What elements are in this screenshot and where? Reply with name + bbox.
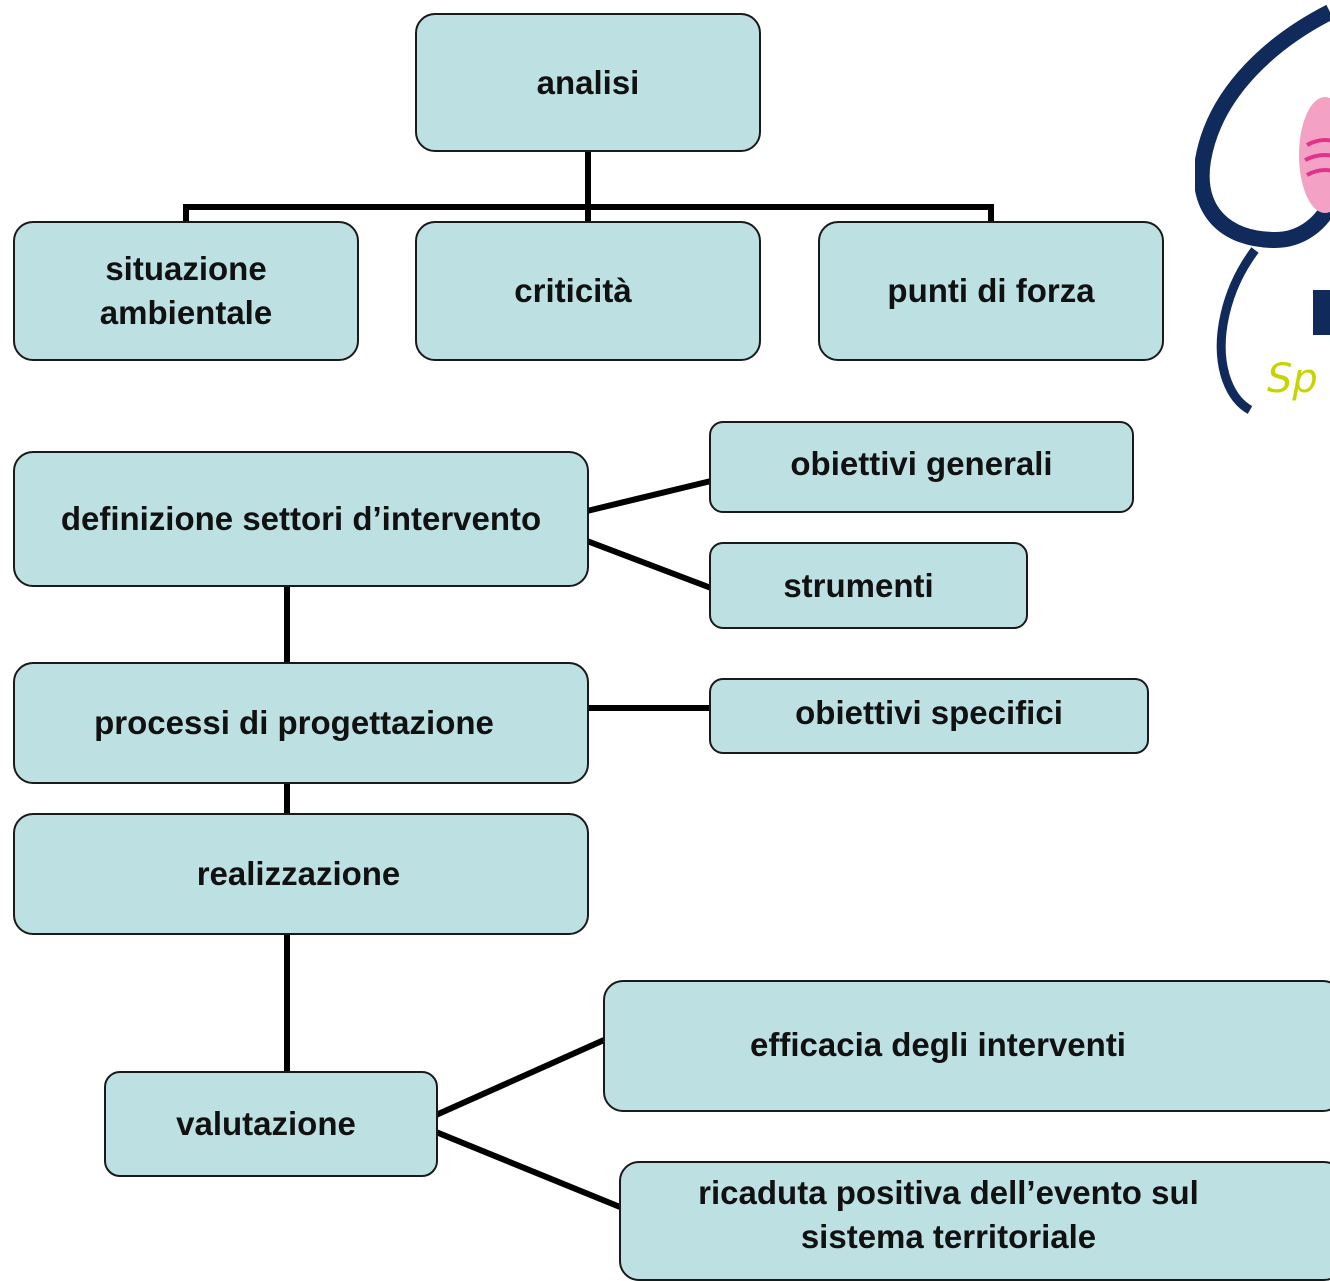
- node-strumenti: strumenti: [709, 542, 1028, 629]
- node-efficacia-interventi: efficacia degli interventi: [603, 980, 1330, 1112]
- node-definizione-settori-label: definizione settori d’intervento: [60, 500, 542, 537]
- node-obiettivi-generali: obiettivi generali: [709, 421, 1134, 513]
- node-realizzazione-label: realizzazione: [196, 855, 401, 892]
- node-ricaduta-positiva: ricaduta positiva dell’evento sul sistem…: [619, 1161, 1330, 1281]
- node-definizione-settori: definizione settori d’intervento: [13, 451, 589, 587]
- node-ricaduta-positiva-label: ricaduta positiva dell’evento sul sistem…: [698, 1174, 1199, 1255]
- node-realizzazione: realizzazione: [13, 813, 589, 935]
- node-criticita-label: criticità: [514, 272, 632, 309]
- node-obiettivi-specifici-label: obiettivi specifici: [795, 694, 1063, 731]
- node-processi-progettazione: processi di progettazione: [13, 662, 589, 784]
- node-analisi-label: analisi: [536, 63, 640, 101]
- logo: Sp: [1195, 0, 1330, 420]
- node-valutazione: valutazione: [104, 1071, 438, 1177]
- node-obiettivi-specifici: obiettivi specifici: [709, 678, 1149, 754]
- node-punti-di-forza: punti di forza: [818, 221, 1164, 361]
- node-analisi: analisi: [415, 13, 761, 152]
- logo-graphic: Sp: [1195, 4, 1330, 414]
- node-situazione-ambientale-label: situazione ambientale: [99, 250, 273, 331]
- node-efficacia-interventi-label: efficacia degli interventi: [750, 1026, 1126, 1063]
- node-strumenti-label: strumenti: [783, 566, 934, 604]
- node-punti-di-forza-label: punti di forza: [887, 272, 1095, 309]
- node-valutazione-label: valutazione: [176, 1105, 356, 1142]
- node-criticita: criticità: [415, 221, 761, 361]
- node-situazione-ambientale: situazione ambientale: [13, 221, 359, 361]
- logo-partial-text: Sp: [1267, 356, 1318, 402]
- node-processi-progettazione-label: processi di progettazione: [94, 704, 494, 741]
- node-obiettivi-generali-label: obiettivi generali: [790, 445, 1053, 482]
